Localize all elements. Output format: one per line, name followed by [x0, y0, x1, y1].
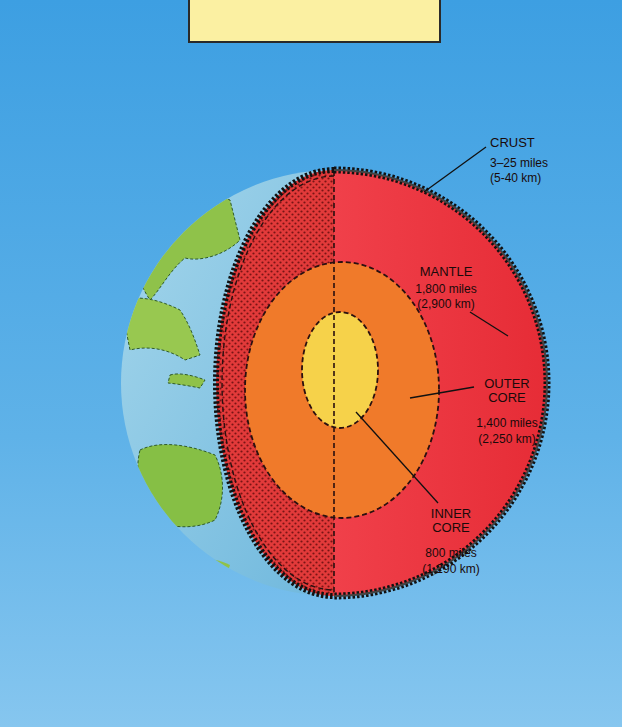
inner-core [302, 312, 378, 428]
cut-edge [222, 176, 334, 590]
layer-name: OUTER CORE [479, 377, 535, 405]
outer-core [245, 262, 439, 518]
leader-line [410, 387, 474, 398]
dimension: 800 miles [425, 546, 476, 560]
title-box [189, 0, 440, 42]
layer-name: MANTLE [420, 265, 473, 279]
dimension: (5-40 km) [490, 171, 541, 185]
leader-line [470, 312, 508, 336]
leader-line [424, 147, 486, 192]
dimension: (1,290 km) [422, 562, 479, 576]
dimension: (2,250 km) [478, 432, 535, 446]
dimension: (2,900 km) [417, 297, 474, 311]
leader-line [356, 412, 438, 503]
crust-ring [334, 170, 547, 596]
crust-edge [334, 170, 547, 596]
layer-name: CRUST [490, 136, 535, 150]
cut-crust [216, 170, 334, 596]
dimension: 1,800 miles [415, 282, 476, 296]
dimension: 1,400 miles [476, 416, 537, 430]
layer-name: INNER CORE [423, 507, 479, 535]
cut-line [333, 171, 335, 595]
dimension: 3–25 miles [490, 156, 548, 170]
